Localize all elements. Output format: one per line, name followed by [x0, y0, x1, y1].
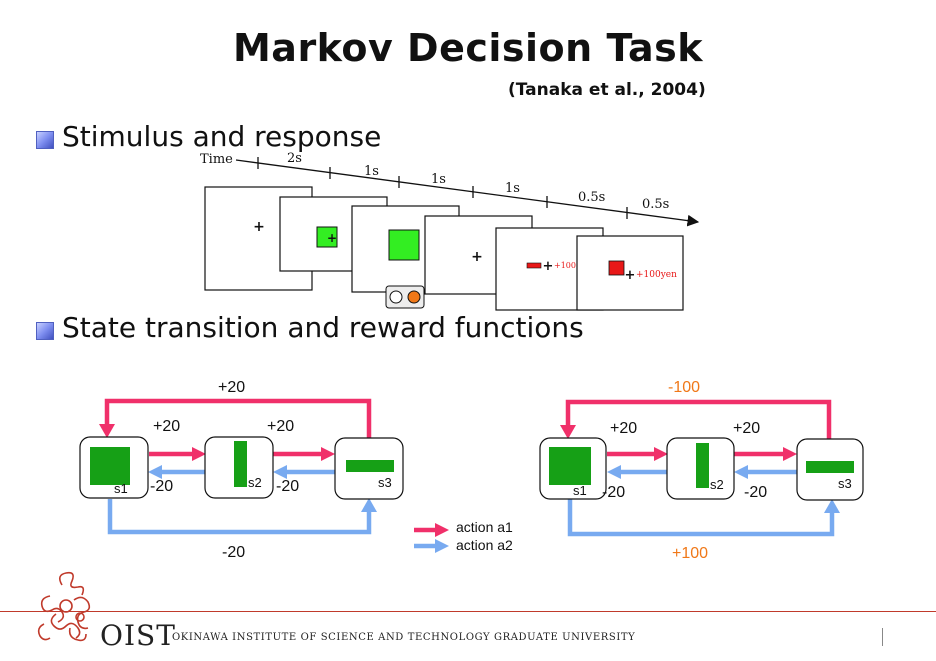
svg-text:+: + [253, 219, 265, 235]
oist-logo-icon [37, 571, 91, 642]
svg-text:+: + [543, 259, 554, 274]
legend-action-a1: action a1 [456, 519, 513, 535]
state-label: s2 [710, 477, 724, 492]
state-label: s1 [114, 481, 128, 496]
time-axis [235, 159, 700, 227]
reward-label: +100 [554, 261, 576, 270]
transition-arrow-a2 [607, 465, 621, 479]
legend-action-a2: action a2 [456, 537, 513, 553]
state-s2: s2 [204, 436, 274, 499]
interval-label: 1s [505, 181, 520, 196]
action-a2-arrow-icon [435, 539, 449, 553]
transition-arrow-a2 [148, 465, 162, 479]
state-label: s3 [378, 475, 392, 490]
transition-arrow-a1 [192, 447, 206, 461]
time-ticks [257, 157, 628, 219]
state-label: s1 [573, 483, 587, 498]
state-label: s2 [248, 475, 262, 490]
interval-label: 1s [364, 164, 379, 179]
reward-label: -20 [744, 484, 767, 501]
interval-label: 1s [431, 172, 446, 187]
transition-arrow-a1 [783, 447, 797, 461]
action-a1-arrow-icon [435, 523, 449, 537]
small-green-square [316, 226, 338, 248]
svg-text:+: + [625, 268, 636, 283]
state-s1: s1 [539, 437, 607, 500]
state-diagram-1: s1 s2 s3 +20 +20 +20 -20 -20 -20 [79, 379, 404, 561]
reward-label: +20 [610, 420, 637, 437]
reward-label: +100yen [636, 270, 677, 280]
response-buttons-icon [385, 285, 425, 309]
svg-text:+: + [327, 231, 337, 245]
state-s1: s1 [79, 436, 149, 499]
transition-arrow-a2 [734, 465, 748, 479]
transition-arrow-a2 [361, 498, 377, 512]
reward-label: +20 [733, 420, 760, 437]
institution-name: OKINAWA INSTITUTE OF SCIENCE AND TECHNOL… [172, 632, 636, 643]
action-legend: action a1 action a2 [414, 519, 513, 553]
large-green-square [388, 229, 420, 261]
bullet-state-transition: State transition and reward functions [62, 311, 584, 344]
reward-label: +20 [218, 379, 245, 396]
state-s3: s3 [334, 437, 404, 500]
reward-label: +20 [153, 418, 180, 435]
citation: (Tanaka et al., 2004) [508, 80, 706, 100]
interval-label: 0.5s [642, 197, 669, 212]
svg-text:+: + [471, 249, 483, 265]
bullet-stimulus-response: Stimulus and response [62, 120, 382, 153]
state-label: s3 [838, 476, 852, 491]
time-axis-label: Time [200, 152, 233, 167]
transition-arrow-a1 [560, 425, 576, 439]
reward-label: -100 [668, 379, 700, 396]
footer-divider [0, 611, 936, 612]
reward-label: +20 [267, 418, 294, 435]
state-diagram-2: s1 s2 s3 -100 +20 +20 -20 -20 +100 [539, 379, 864, 562]
reward-label: +100 [672, 545, 708, 562]
red-square [608, 260, 625, 276]
transition-arrow-a1 [654, 447, 668, 461]
transition-arrow-a1 [104, 398, 372, 440]
bullet-square-icon [36, 322, 54, 340]
state-s2: s2 [666, 437, 735, 500]
reward-label: -20 [276, 478, 299, 495]
stimulus-screen-reward: + +100yen [576, 235, 684, 311]
reward-label: -20 [222, 544, 245, 561]
reward-label: -20 [602, 484, 625, 501]
transition-arrow-a1 [321, 447, 335, 461]
oist-logo-text: OIST [100, 619, 176, 652]
reward-label: -20 [150, 478, 173, 495]
state-s3: s3 [796, 438, 864, 501]
bullet-square-icon [36, 131, 54, 149]
page-marker [882, 628, 883, 646]
interval-label: 0.5s [578, 190, 605, 205]
transition-arrow-a2 [273, 465, 287, 479]
transition-arrow-a2 [824, 499, 840, 513]
interval-label: 2s [287, 151, 302, 166]
stimulus-timeline: Time 2s 1s 1s 1s 0.5s 0.5s + + [200, 151, 700, 311]
slide-title: Markov Decision Task [232, 26, 703, 70]
